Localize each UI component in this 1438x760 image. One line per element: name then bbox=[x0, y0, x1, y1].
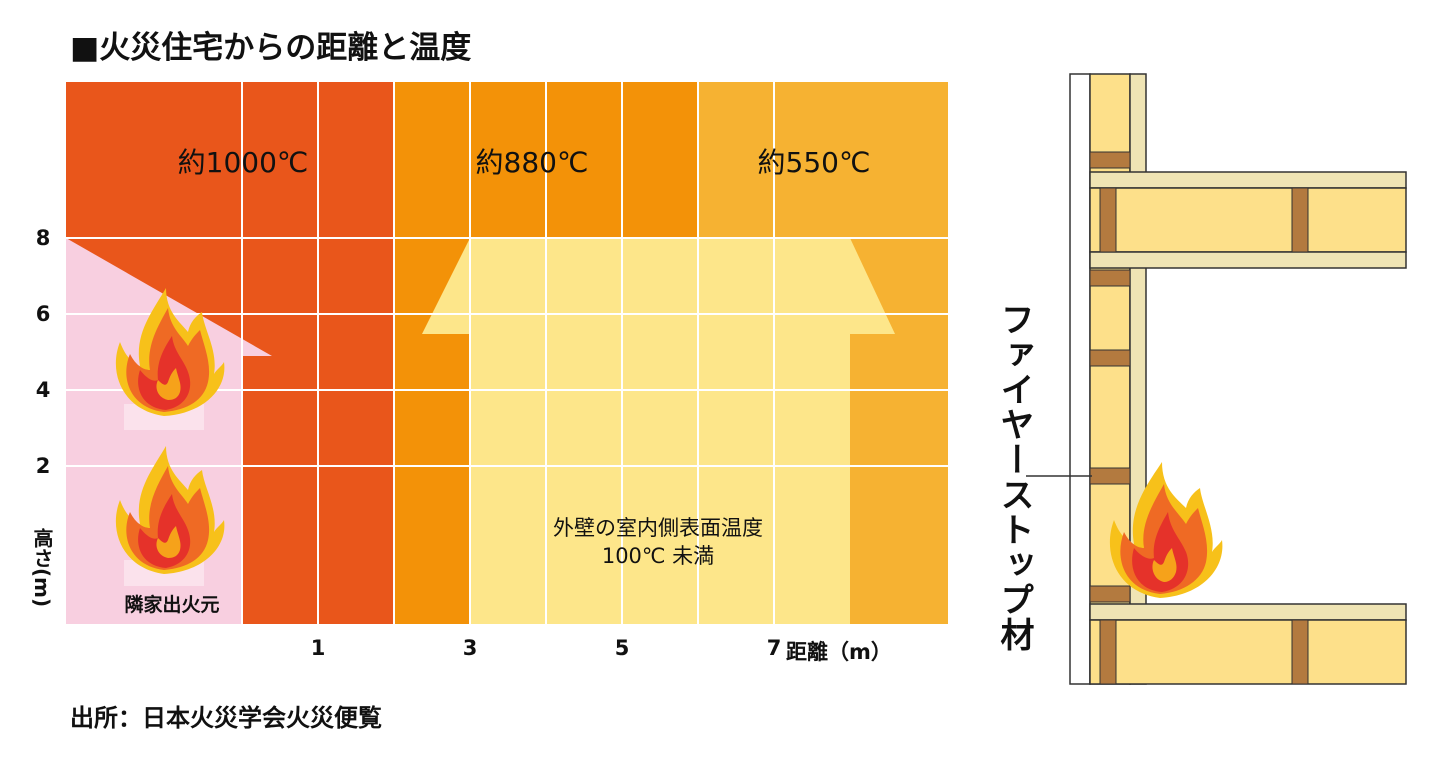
fire-stop-block bbox=[1089, 585, 1131, 603]
fire-stop-block bbox=[1089, 269, 1131, 287]
upper-floor-joist-space bbox=[1089, 187, 1407, 253]
y-tick-6: 6 bbox=[35, 302, 51, 326]
x-tick-7: 7 bbox=[766, 636, 782, 660]
fire-stop-block bbox=[1089, 349, 1131, 367]
y-tick-8: 8 bbox=[35, 226, 51, 250]
interior-wall-zone bbox=[422, 238, 895, 624]
temperature-distance-chart: 約1000℃ 約880℃ 約550℃ 外壁の室内側表面温度 100℃ 未満 隣家… bbox=[66, 82, 948, 624]
interior-wall-label-line2: 100℃ 未満 bbox=[602, 544, 714, 568]
flame-icon-lower bbox=[115, 446, 225, 574]
x-tick-3: 3 bbox=[462, 636, 478, 660]
outer-cladding bbox=[1069, 73, 1091, 685]
lower-floor-joist-left bbox=[1099, 619, 1117, 685]
lower-floor-top-board bbox=[1089, 603, 1407, 621]
zone-label-1000c: 約1000℃ bbox=[178, 146, 309, 179]
zone-label-880c: 約880℃ bbox=[476, 146, 589, 179]
source-citation: 出所：日本火災学会火災便覧 bbox=[70, 704, 382, 732]
upper-floor-joist-right bbox=[1291, 187, 1309, 253]
y-axis-label: 高さ(m) bbox=[30, 528, 54, 608]
x-axis-label: 距離（m） bbox=[786, 640, 892, 664]
lower-floor-joist-space bbox=[1089, 619, 1407, 685]
zone-label-550c: 約550℃ bbox=[758, 146, 871, 179]
x-tick-5: 5 bbox=[614, 636, 630, 660]
upper-floor-top-board bbox=[1089, 171, 1407, 189]
y-tick-2: 2 bbox=[35, 454, 51, 478]
y-tick-4: 4 bbox=[35, 378, 51, 402]
upper-floor-joist-left bbox=[1099, 187, 1117, 253]
page-title: ■火災住宅からの距離と温度 bbox=[70, 30, 472, 66]
fire-stop-material-label: ファイヤーストップ材 bbox=[994, 302, 1034, 652]
wall-cross-section-diagram bbox=[1026, 73, 1407, 685]
upper-floor-ceiling-board bbox=[1089, 251, 1407, 269]
flame-icon-upper bbox=[115, 288, 225, 416]
flame-icon-wall bbox=[1109, 462, 1223, 598]
interior-wall-label-line1: 外壁の室内側表面温度 bbox=[553, 516, 763, 540]
lower-floor-joist-right bbox=[1291, 619, 1309, 685]
x-tick-1: 1 bbox=[310, 636, 326, 660]
grid-lines bbox=[66, 82, 948, 624]
neighbor-house-label: 隣家出火元 bbox=[124, 593, 219, 616]
fire-stop-block bbox=[1089, 151, 1131, 169]
fire-stop-block bbox=[1089, 467, 1131, 485]
